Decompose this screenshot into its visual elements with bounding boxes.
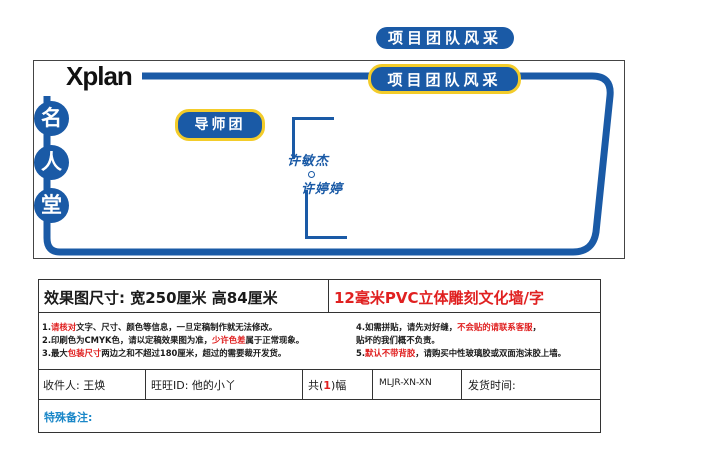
hall-char-2: 人: [34, 145, 69, 180]
note-line: 贴坏的我们概不负责。: [356, 335, 440, 345]
bracket-bottom: [305, 236, 347, 239]
table-divider: [302, 369, 303, 399]
table-divider: [372, 369, 373, 399]
xplan-logo: Xplan: [66, 61, 133, 91]
ship-time-field: 发货时间:: [468, 379, 516, 392]
special-note-label: 特殊备注:: [44, 411, 93, 424]
bracket-top: [292, 117, 334, 120]
table-divider: [39, 312, 600, 313]
table-divider: [328, 280, 329, 312]
name-1: 许敏杰: [287, 154, 330, 169]
table-divider: [461, 369, 462, 399]
hall-char-3: 堂: [34, 188, 69, 223]
design-canvas: [33, 60, 625, 259]
size-title: 效果图尺寸: 宽250厘米 高84厘米: [44, 289, 278, 307]
note-line: 3.最大包装尺寸两边之和不超过180厘米，超过的需要裁开发货。: [42, 348, 287, 358]
bracket-left-bottom: [305, 190, 308, 239]
wangwang-id-field: 旺旺ID: 他的小丫: [151, 379, 236, 392]
table-divider: [39, 399, 600, 400]
material-title: 12毫米PVC立体雕刻文化墙/字: [334, 289, 544, 307]
notes-left: 1.请核对文字、尺寸、颜色等信息，一旦定稿制作就无法修改。 2.印刷色为CMYK…: [42, 321, 304, 360]
note-line: 1.请核对文字、尺寸、颜色等信息，一旦定稿制作就无法修改。: [42, 322, 278, 332]
hall-char-1: 名: [34, 101, 69, 136]
recipient-field: 收件人: 王焕: [43, 379, 106, 392]
bracket-left-top: [292, 117, 295, 159]
note-line: 5.默认不带背胶，请购买中性玻璃胶或双面泡沫胶上墙。: [356, 348, 567, 358]
team-style-title-top: 项目团队风采: [376, 27, 514, 49]
wall-outline-graphic: [43, 72, 614, 256]
spec-table: 效果图尺寸: 宽250厘米 高84厘米 12毫米PVC立体雕刻文化墙/字 1.请…: [38, 279, 601, 433]
table-divider: [39, 369, 600, 370]
note-line: 4.如需拼贴，请先对好缝，不会贴的请联系客服，: [356, 322, 541, 332]
separator-dot: [308, 171, 315, 178]
table-divider: [145, 369, 146, 399]
product-code: MLJR-XN-XN: [379, 378, 432, 388]
team-style-title: 项目团队风采: [368, 64, 521, 94]
note-line: 2.印刷色为CMYK色，请以定稿效果图为准，少许色差属于正常现象。: [42, 335, 305, 345]
mentor-team-title: 导师团: [175, 109, 265, 141]
notes-right: 4.如需拼贴，请先对好缝，不会贴的请联系客服， 贴坏的我们概不负责。 5.默认不…: [356, 321, 566, 360]
name-2: 许婷婷: [301, 182, 344, 197]
panel-count: 共(1)幅: [308, 379, 347, 392]
